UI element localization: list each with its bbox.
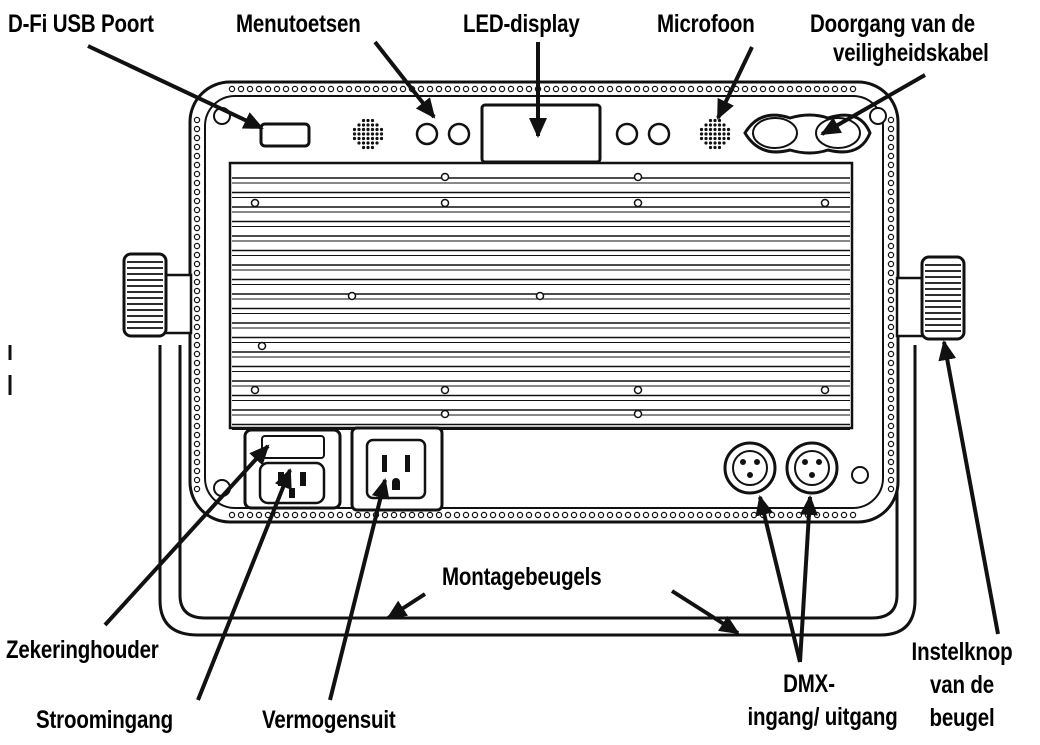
menu-button-2: [447, 122, 471, 146]
arrow-dmx-output: [798, 495, 818, 663]
mounting-bracket: [158, 345, 917, 637]
dmx-output-connector: [785, 441, 839, 495]
label-microphone: Microfoon: [657, 10, 755, 38]
bottom-connectors: [213, 426, 869, 512]
label-bracket-knob-line2: van de: [930, 671, 994, 699]
menu-button-3: [615, 122, 639, 146]
dmx-input-connector: [723, 441, 777, 495]
label-power-input: Stroomingang: [36, 706, 173, 734]
bracket-knob-left: [122, 252, 193, 338]
label-usb-port: D-Fi USB Poort: [8, 10, 154, 38]
arrow-safety-cable: [820, 73, 926, 136]
menu-button-1: [415, 122, 439, 146]
label-safety-cable-line1: Doorgang van de: [810, 10, 975, 38]
housing-vent-dots: [193, 85, 895, 519]
label-dmx: DMX- ingang/ uitgang: [747, 670, 898, 732]
microphone-grille-left: [352, 118, 384, 150]
safety-cable-loop: [743, 113, 872, 155]
label-dmx-line1: DMX-: [783, 670, 835, 698]
arrow-mounting-bracket-left: [386, 592, 427, 620]
usb-port-socket: [259, 122, 311, 148]
label-dmx-line2: ingang/ uitgang: [747, 703, 898, 731]
arrow-mounting-bracket-right: [670, 589, 740, 635]
arrow-power-input: [196, 468, 292, 701]
label-safety-cable: Doorgang van de veiligheidskabel: [810, 10, 989, 68]
label-safety-cable-line2: veiligheidskabel: [832, 39, 989, 67]
menu-button-4: [647, 122, 671, 146]
label-led-display: LED-display: [463, 10, 580, 38]
fuse-holder-drawer: [261, 435, 325, 459]
label-bracket-knob: Instelknop van de beugel: [911, 638, 1013, 733]
callout-arrows: [87, 40, 1000, 701]
heat-sink: [228, 161, 854, 430]
label-mounting-brackets: Montagebeugels: [442, 563, 602, 591]
arrow-dmx-input: [755, 495, 802, 663]
label-bracket-knob-line1: Instelknop: [911, 638, 1013, 666]
led-display-window: [480, 103, 602, 164]
arrow-power-output: [328, 478, 390, 701]
bracket-knob-right: [895, 255, 966, 341]
label-menu-buttons: Menutoetsen: [236, 10, 361, 38]
arrow-usb-port: [87, 44, 264, 130]
label-fuse-holder: Zekeringhouder: [6, 636, 159, 664]
arrow-microphone: [716, 46, 754, 120]
label-power-output: Vermogensuit: [262, 706, 396, 734]
label-bracket-knob-line3: beugel: [929, 704, 995, 732]
arrow-fuse-holder: [103, 444, 270, 627]
arrow-bracket-knob: [938, 340, 1000, 635]
arrow-menu-buttons: [373, 40, 436, 119]
